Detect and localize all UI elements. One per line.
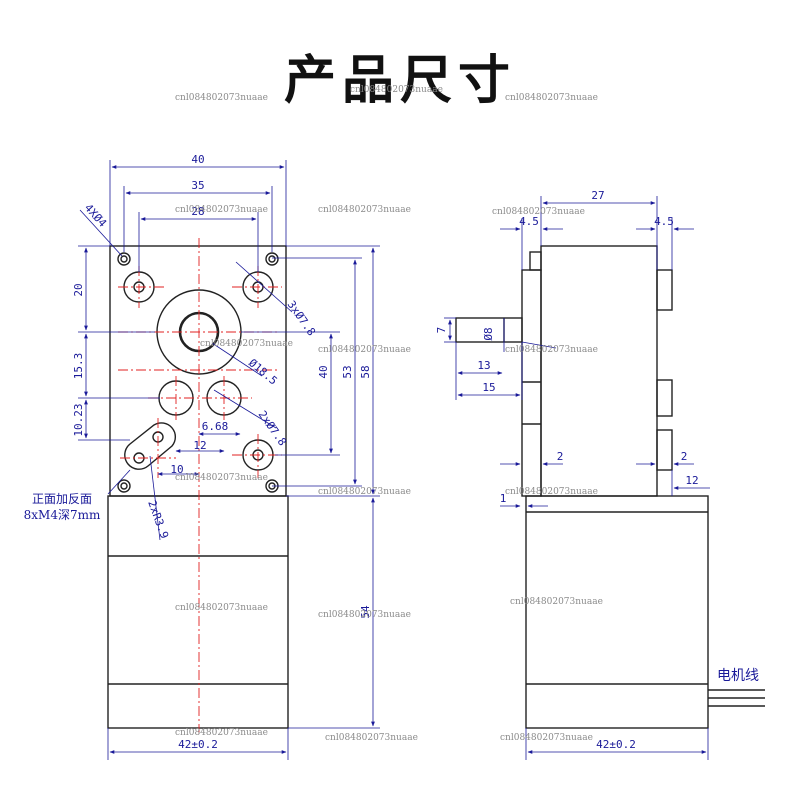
mount-note-line2: 8xM4深7mm [24, 508, 101, 522]
dim-42-side: 42±0.2 [596, 738, 636, 751]
page-title: 产品尺寸 [283, 51, 516, 111]
front-dimension-text: 40 35 28 20 15.3 10.23 40 53 58 54 6.68 … [24, 153, 372, 751]
mount-note-line1: 正面加反面 [32, 492, 92, 506]
dim-20: 20 [72, 283, 85, 296]
watermark: cnl084802073nuaae [350, 85, 443, 95]
dim-10: 10 [170, 463, 183, 476]
dim-28: 28 [191, 205, 204, 218]
dim-4-5-right: 4.5 [654, 215, 674, 228]
side-view [455, 245, 765, 729]
dim-40: 40 [191, 153, 204, 166]
label-d18-5: Ø18.5 [246, 356, 280, 387]
dim-54: 54 [359, 605, 372, 619]
label-2xr3-9: 2xR3.9 [145, 499, 171, 541]
dim-12-side: 12 [685, 474, 698, 487]
dim-15: 15 [482, 381, 495, 394]
dim-12: 12 [193, 439, 206, 452]
watermark: cnl084802073nuaae [505, 93, 598, 103]
label-2xd7-8: 2xØ7.8 [256, 408, 289, 448]
side-dimensions [444, 196, 710, 760]
watermark: cnl084802073nuaae [318, 345, 411, 355]
corner-hole-tr [265, 252, 279, 266]
dim-4-5-left: 4.5 [519, 215, 539, 228]
dim-10-23: 10.23 [72, 403, 85, 436]
watermark: cnl084802073nuaae [175, 603, 268, 613]
watermark: cnl084802073nuaae [175, 93, 268, 103]
slot [124, 422, 177, 470]
watermark: cnl084802073nuaae [505, 345, 598, 355]
watermarks: cnl084802073nuaae cnl084802073nuaae cnl0… [175, 85, 603, 743]
dim-13: 13 [477, 359, 490, 372]
dim-40-vertical: 40 [317, 365, 330, 378]
front-dimensions [78, 160, 380, 760]
dim-53: 53 [341, 365, 354, 378]
watermark: cnl084802073nuaae [175, 473, 268, 483]
watermark: cnl084802073nuaae [318, 205, 411, 215]
watermark: cnl084802073nuaae [500, 733, 593, 743]
dim-6-68: 6.68 [202, 420, 229, 433]
watermark: cnl084802073nuaae [318, 487, 411, 497]
dim-27: 27 [591, 189, 604, 202]
watermark: cnl084802073nuaae [492, 207, 585, 217]
watermark: cnl084802073nuaae [175, 205, 268, 215]
dim-2-left: 2 [557, 450, 564, 463]
watermark: cnl084802073nuaae [200, 339, 293, 349]
watermark: cnl084802073nuaae [175, 728, 268, 738]
dim-58: 58 [359, 365, 372, 378]
dim-2-right: 2 [681, 450, 688, 463]
output-shaft [455, 317, 523, 343]
motor-body [107, 495, 289, 729]
dim-7: 7 [435, 327, 448, 334]
watermark: cnl084802073nuaae [325, 733, 418, 743]
watermark: cnl084802073nuaae [318, 610, 411, 620]
dim-d8: Ø8 [482, 327, 495, 340]
dim-1: 1 [500, 492, 507, 505]
wire-label: 电机线 [717, 668, 759, 684]
corner-hole-tl [117, 252, 131, 266]
label-4xd4: 4XØ4 [82, 201, 110, 230]
side-motor-body [525, 495, 709, 729]
corner-hole-bl [117, 479, 131, 493]
dim-35: 35 [191, 179, 204, 192]
dim-15-3: 15.3 [72, 353, 85, 380]
front-view [107, 245, 289, 729]
dim-42-front: 42±0.2 [178, 738, 218, 751]
side-dimension-text: 27 4.5 4.5 7 Ø8 13 15 2 2 1 12 42±0.2 电机… [435, 189, 759, 751]
watermark: cnl084802073nuaae [510, 597, 603, 607]
watermark: cnl084802073nuaae [505, 487, 598, 497]
